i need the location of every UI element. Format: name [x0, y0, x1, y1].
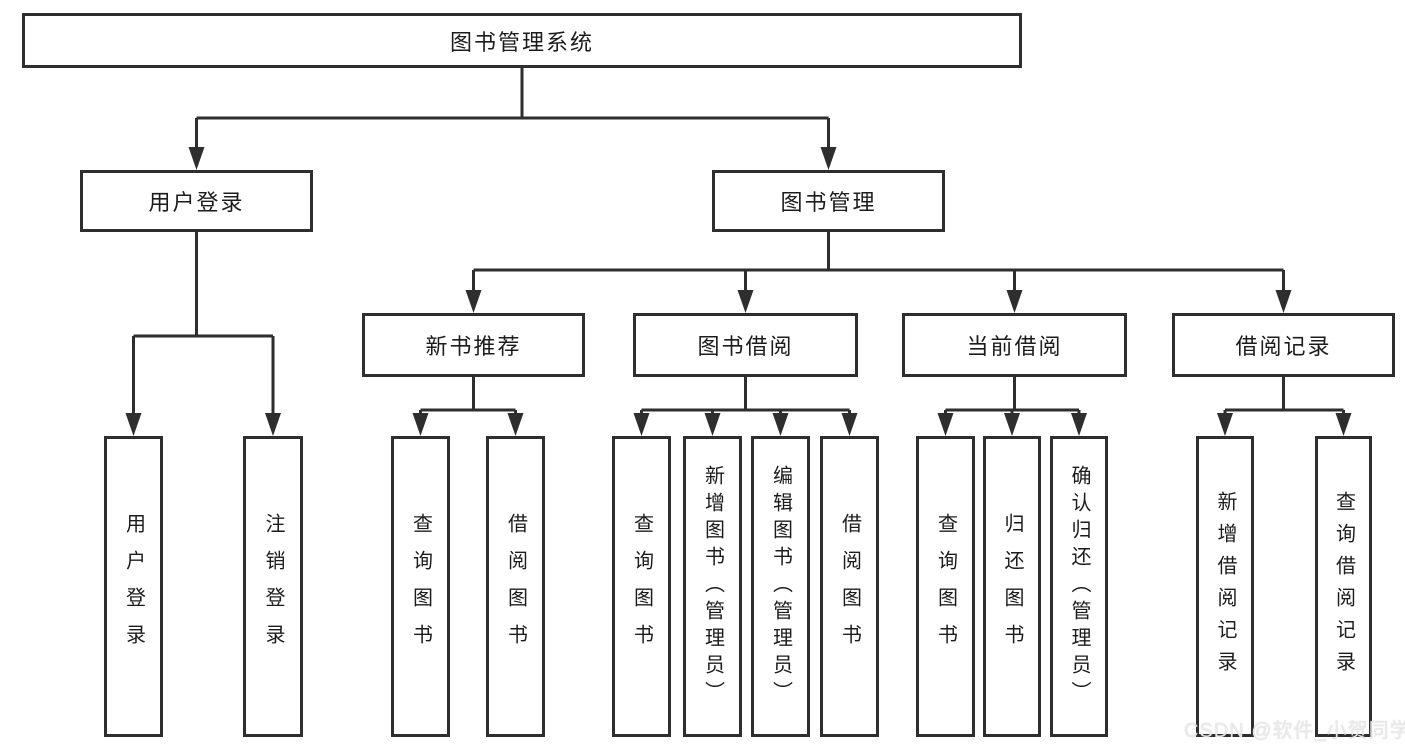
node-label: 图书管理 [780, 190, 877, 215]
csdn-watermark: CSDN @软件_小贺同学 [1184, 720, 1405, 742]
leaf-borrow-books-1: 借阅图书 [486, 436, 545, 737]
leaf-query-books-3: 查询图书 [916, 436, 975, 737]
leaf-borrow-books-2: 借阅图书 [820, 436, 879, 737]
leaf-label: 确认归还（管理员） [1068, 465, 1090, 708]
leaf-label: 用户登录 [122, 512, 145, 661]
leaf-label: 借阅图书 [504, 512, 527, 661]
node-borrow-records: 借阅记录 [1172, 313, 1395, 377]
node-label: 用户登录 [148, 190, 245, 215]
leaf-return-books: 归还图书 [983, 436, 1041, 737]
node-book-borrow: 图书借阅 [633, 313, 858, 377]
node-user-login: 用户登录 [80, 170, 313, 232]
leaf-label: 注销登录 [262, 512, 284, 661]
node-label: 图书借阅 [697, 334, 794, 359]
leaf-query-books-2: 查询图书 [612, 436, 671, 737]
leaf-label: 查询图书 [934, 512, 957, 661]
node-system-root: 图书管理系统 [22, 13, 1022, 68]
node-current-borrow: 当前借阅 [902, 313, 1127, 377]
node-label: 新书推荐 [425, 334, 522, 359]
leaf-label: 编辑图书（管理员） [769, 465, 792, 708]
leaf-label: 查询借阅记录 [1332, 490, 1355, 683]
leaf-label: 新增借阅记录 [1214, 490, 1236, 683]
node-label: 当前借阅 [966, 334, 1063, 359]
leaf-label: 借阅图书 [838, 512, 861, 661]
leaf-add-books-admin: 新增图书（管理员） [683, 436, 742, 737]
node-book-management: 图书管理 [712, 170, 945, 232]
node-new-book-recommend: 新书推荐 [362, 313, 585, 377]
leaf-label: 归还图书 [1001, 512, 1023, 661]
leaf-user-login: 用户登录 [104, 436, 163, 737]
leaf-label: 新增图书（管理员） [701, 465, 724, 708]
node-label: 借阅记录 [1235, 334, 1332, 359]
leaf-label: 查询图书 [409, 512, 432, 661]
leaf-confirm-return-admin: 确认归还（管理员） [1050, 436, 1108, 737]
leaf-query-books-1: 查询图书 [391, 436, 450, 737]
leaf-query-borrow-record: 查询借阅记录 [1315, 436, 1372, 737]
leaf-edit-books-admin: 编辑图书（管理员） [751, 436, 810, 737]
leaf-logout: 注销登录 [243, 436, 303, 737]
leaf-add-borrow-record: 新增借阅记录 [1196, 436, 1254, 737]
node-label: 图书管理系统 [449, 29, 594, 55]
leaf-label: 查询图书 [630, 512, 653, 661]
